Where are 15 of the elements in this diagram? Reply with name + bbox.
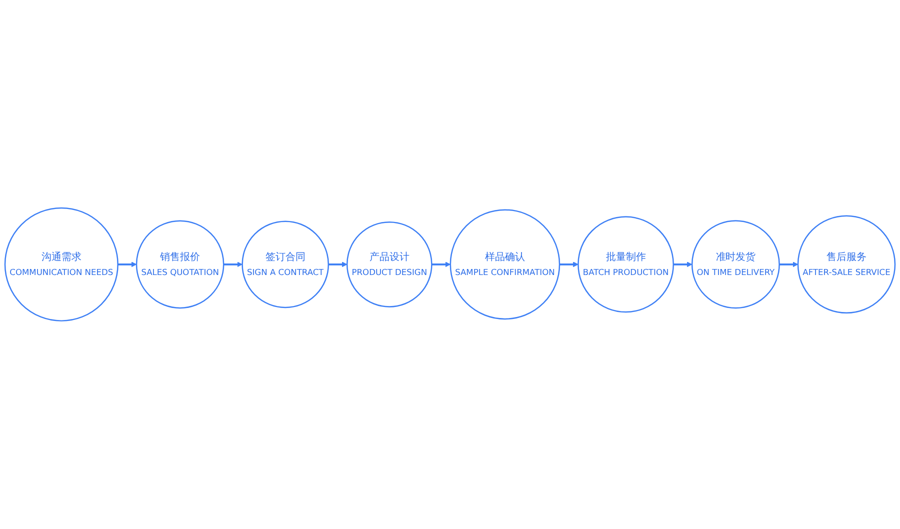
- node-circle: 售后服务 AFTER-SALE SERVICE: [797, 215, 896, 314]
- node-circle: 样品确认 SAMPLE CONFIRMATION: [450, 209, 560, 320]
- arrow: [560, 262, 578, 268]
- arrow: [118, 262, 137, 268]
- node-circle: 沟通需求 COMMUNICATION NEEDS: [4, 207, 118, 322]
- node-circle: 准时发货 ON TIME DELIVERY: [691, 220, 780, 309]
- node-circle: 批量制作 BATCH PRODUCTION: [578, 216, 674, 313]
- arrow: [779, 262, 798, 268]
- node-circle: 产品设计 PRODUCT DESIGN: [346, 222, 432, 308]
- arrow: [224, 262, 243, 268]
- node-circle: 销售报价 SALES QUOTATION: [136, 220, 224, 309]
- node-circle: 签订合同 SIGN A CONTRACT: [242, 220, 330, 308]
- arrow: [328, 262, 348, 268]
- arrow: [673, 262, 692, 268]
- arrow: [432, 262, 451, 268]
